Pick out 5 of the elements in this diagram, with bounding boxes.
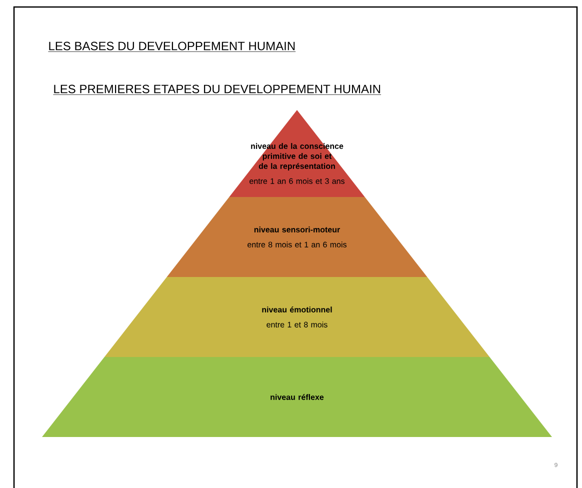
slide-subtitle: LES PREMIERES ETAPES DU DEVELOPPEMENT HUMAIN (53, 84, 382, 95)
pyramid-level: niveau sensori-moteur entre 8 mois et 1 an 6 mois (166, 197, 428, 277)
slide-title: LES BASES DU DEVELOPPEMENT HUMAIN (48, 42, 296, 52)
pyramid-level: niveau réflexe (42, 357, 552, 437)
pyramid-level: niveau émotionnel entre 1 et 8 mois (104, 277, 490, 357)
